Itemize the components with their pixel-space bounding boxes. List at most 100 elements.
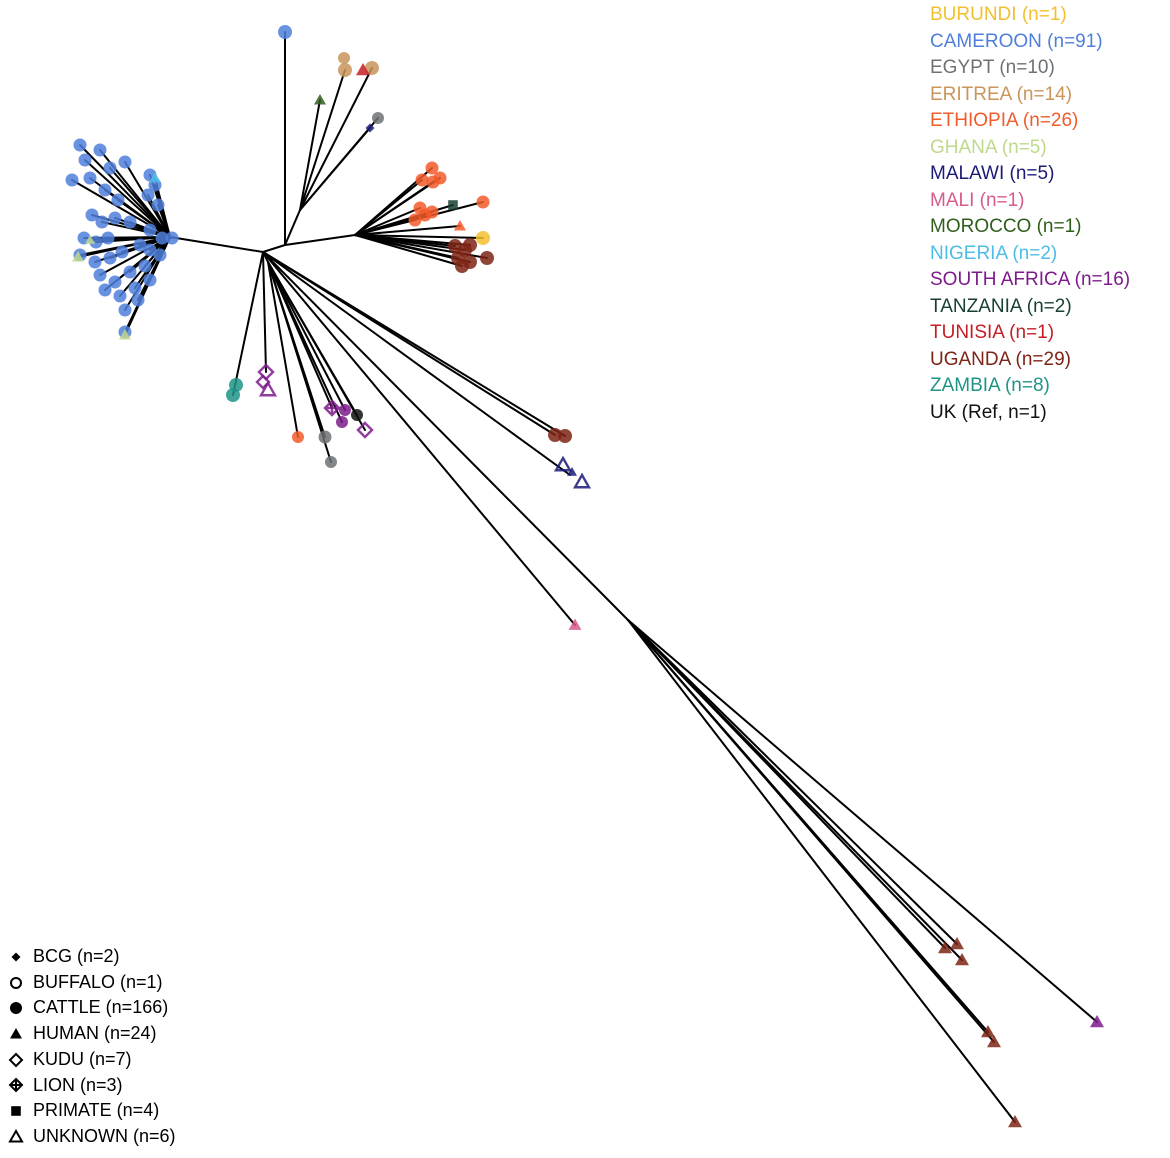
country-legend-item-malawi: MALAWI (n=5) [930, 163, 1055, 184]
country-legend-item-south_africa: SOUTH AFRICA (n=16) [930, 269, 1131, 290]
tip-cameroon [65, 173, 79, 187]
country-legend-item-nigeria: NIGERIA (n=2) [930, 242, 1058, 264]
tip-ethiopia [408, 213, 422, 227]
country-legend-item-cameroon: CAMEROON (n=91) [930, 30, 1103, 52]
tree-branch [267, 261, 299, 438]
open-circle-icon [6, 973, 26, 993]
crossed-diamond-icon [6, 1075, 26, 1095]
country-legend-item-egypt: EGYPT (n=10) [930, 57, 1055, 78]
host-legend-item-unknown: UNKNOWN (n=6) [6, 1124, 246, 1150]
tip-south_africa [339, 404, 351, 416]
tree-branch [267, 261, 343, 423]
country-legend-item-tanzania: TANZANIA (n=2) [930, 295, 1072, 317]
tree-branch [354, 234, 484, 239]
tip-cameroon [108, 211, 122, 225]
tip-cameroon [133, 238, 147, 252]
open-diamond-icon [6, 1050, 26, 1070]
tip-uganda [463, 238, 477, 252]
tree-branch [627, 619, 1016, 1123]
tree-branch [262, 251, 576, 626]
tip-south_africa [258, 380, 278, 397]
host-legend-item-lion: LION (n=3) [6, 1073, 246, 1099]
tip-cameroon [103, 161, 117, 175]
tip-cameroon [118, 303, 132, 317]
tip-uganda [955, 953, 969, 966]
tip-cameroon [278, 25, 292, 39]
country-legend-item-ghana: GHANA (n=5) [930, 136, 1047, 158]
tree-branch [109, 167, 171, 238]
tip-cameroon [101, 231, 115, 245]
country-legend-item-mali: MALI (n=1) [930, 189, 1025, 211]
country-legend-item-tunisia: TUNISIA (n=1) [930, 322, 1055, 343]
tip-uganda [950, 937, 964, 950]
tip-egypt [372, 112, 384, 124]
tree-branch [299, 127, 371, 211]
tip-south_africa [336, 416, 348, 428]
tree-branch [79, 144, 171, 238]
tree-branch [354, 234, 471, 263]
country-legend-item-burundi: BURUNDI (n=1) [930, 4, 1067, 25]
tip-cameroon [108, 275, 122, 289]
tip-cameroon [113, 289, 127, 303]
tip-cameroon [89, 235, 103, 249]
tip-ethiopia [415, 173, 429, 187]
open-triangle-icon [6, 1127, 26, 1147]
tip-ethiopia [425, 205, 439, 219]
host-legend-item-cattle: CATTLE (n=166) [6, 995, 246, 1021]
tip-cameroon [153, 248, 167, 262]
small-diamond-icon [6, 947, 26, 967]
backbone-branch [262, 244, 286, 253]
country-legend-item-uk: UK (Ref, n=1) [930, 401, 1047, 423]
tip-south_africa [255, 374, 271, 390]
tip-cameroon [98, 183, 112, 197]
tree-branch [627, 619, 1098, 1023]
backbone-branch [262, 251, 629, 621]
tree-branch [627, 619, 963, 961]
tip-uganda [480, 251, 494, 265]
tree-branch [267, 261, 332, 463]
tip-cameroon [123, 265, 137, 279]
tip-ghana [72, 251, 84, 262]
tree-branch [262, 251, 566, 437]
tip-uganda [981, 1025, 995, 1038]
tree-branch [84, 159, 171, 238]
tip-cameroon [151, 198, 165, 212]
tip-tunisia [356, 63, 370, 76]
tip-cameroon [78, 153, 92, 167]
tip-uganda [938, 941, 952, 954]
tip-malawi [365, 123, 375, 133]
tip-ghana [85, 235, 95, 244]
filled-circle-icon [6, 998, 26, 1018]
tip-egypt [325, 456, 337, 468]
tip-ethiopia [476, 195, 490, 209]
tip-cameroon [111, 193, 125, 207]
tip-cameroon [131, 293, 145, 307]
tip-eritrea [338, 52, 350, 64]
country-legend-item-ethiopia: ETHIOPIA (n=26) [930, 110, 1079, 131]
tip-cameroon [143, 273, 157, 287]
tip-eritrea [338, 63, 352, 77]
tree-tips [65, 25, 1104, 1128]
tip-cameroon [165, 231, 179, 245]
tree-branch [262, 251, 267, 373]
tree-branch [299, 67, 373, 211]
tip-uk [351, 409, 363, 421]
tip-morocco [314, 94, 326, 105]
tip-zambia [229, 378, 243, 392]
host-legend-item-human: HUMAN (n=24) [6, 1021, 246, 1047]
tip-cameroon [118, 155, 132, 169]
host-legend-label: LION (n=3) [33, 1074, 123, 1095]
tip-eritrea [365, 61, 379, 75]
tip-malawi [567, 467, 577, 476]
tip-uganda [455, 259, 469, 273]
tip-cameroon [155, 231, 169, 245]
country-legend: BURUNDI (n=1) CAMEROON (n=91) EGYPT (n=10)… [930, 2, 1168, 426]
tip-cameroon [95, 215, 109, 229]
tip-malawi [572, 472, 592, 489]
tip-cameroon [138, 259, 152, 273]
tree-branch [354, 177, 441, 236]
tip-tanzania [448, 200, 458, 210]
tip-uganda [987, 1035, 1001, 1048]
tip-cameroon [85, 208, 99, 222]
